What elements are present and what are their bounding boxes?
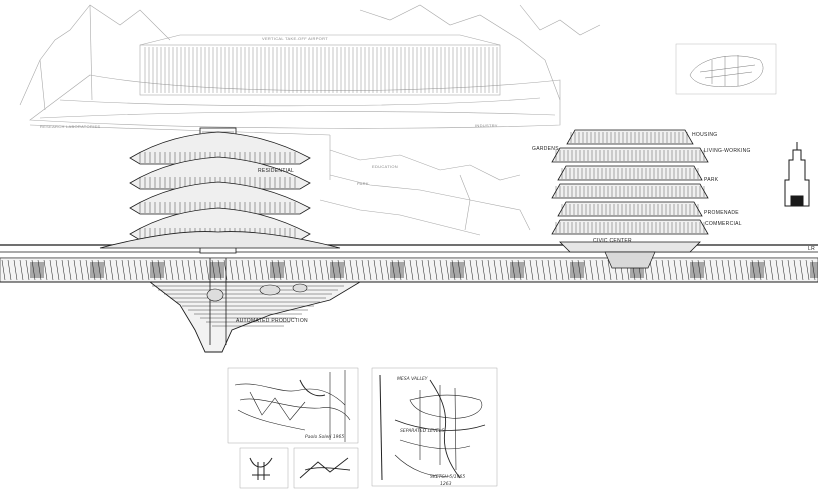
label-living-working: LIVING-WORKING bbox=[704, 148, 751, 154]
right-tower-tier bbox=[557, 201, 703, 217]
label-automated-production: AUTOMATED PRODUCTION bbox=[236, 318, 308, 324]
label-gardens: GARDENS bbox=[532, 146, 559, 152]
right-tower-tier bbox=[557, 165, 703, 181]
left-tower-tier bbox=[129, 131, 311, 165]
label-park-right: PARK bbox=[704, 177, 719, 183]
label-residential: RESIDENTIAL bbox=[258, 168, 294, 174]
sketch2-subtitle: SEPARATED LEVELS bbox=[400, 428, 444, 434]
sketch-panel-bottom-left-a bbox=[239, 447, 289, 489]
label-commercial: COMMERCIAL bbox=[705, 221, 742, 227]
vignette-sketch-top-right bbox=[675, 43, 777, 95]
sketch-panel-right bbox=[371, 367, 498, 487]
left-arcology-tower bbox=[99, 127, 341, 254]
ground-infrastructure-strip bbox=[0, 244, 818, 283]
label-vertical-take-off-airport: VERTICAL TAKE-OFF AIRPORT bbox=[262, 36, 328, 41]
sketch-panel-left bbox=[227, 367, 359, 444]
label-research-laboratories: RESEARCH LABORATORIES bbox=[40, 124, 100, 129]
scale-skyscraper-icon bbox=[784, 142, 810, 207]
label-civic-center: CIVIC CENTER bbox=[593, 238, 632, 244]
right-tower-tier bbox=[551, 219, 709, 235]
right-tower-tier bbox=[566, 129, 694, 145]
right-arcology-tower bbox=[551, 129, 709, 269]
label-industry: INDUSTRY bbox=[475, 123, 498, 128]
sketch2-title: MESA VALLEY bbox=[397, 376, 429, 382]
label-promenade: PROMENADE bbox=[704, 210, 739, 216]
left-tower-tier bbox=[129, 181, 311, 215]
automated-production-substructure bbox=[148, 258, 362, 353]
right-tower-tier bbox=[551, 183, 709, 199]
right-tower-tier bbox=[551, 147, 709, 163]
sketch-panel-bottom-left-b bbox=[293, 447, 359, 489]
label-park: PARK bbox=[357, 181, 369, 186]
sketch2-number: 1263 bbox=[440, 481, 452, 487]
airport-facade-hatching bbox=[144, 47, 498, 93]
background-faint-drawing bbox=[19, 4, 601, 236]
label-education: EDUCATION bbox=[372, 164, 398, 169]
sketch2-date: SKETCH 5/1965 bbox=[430, 474, 465, 480]
sketch1-signature: Paolo Soleri 1965 bbox=[305, 434, 344, 440]
label-housing: HOUSING bbox=[692, 132, 717, 138]
label-edge-tag: LR bbox=[808, 246, 815, 252]
